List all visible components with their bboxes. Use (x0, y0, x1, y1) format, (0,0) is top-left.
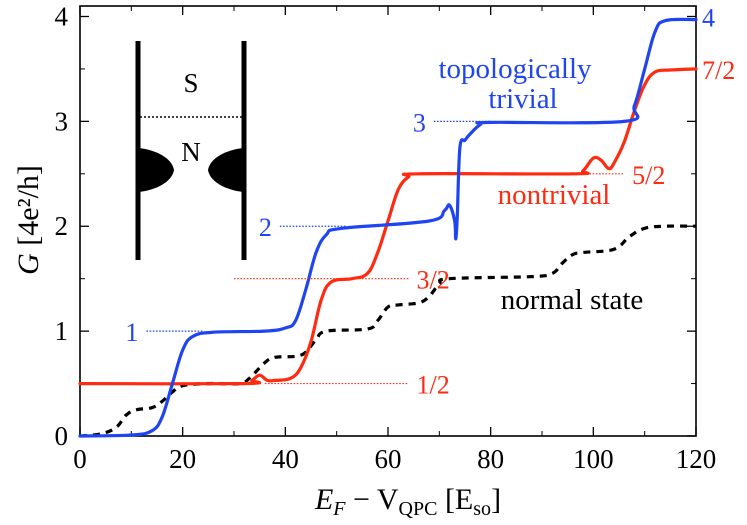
axes: 0 20 40 60 80 100 120 0 1 2 3 4 (55, 1, 717, 474)
inset-label-n: N (181, 137, 201, 167)
x-tick-label: 40 (272, 444, 299, 474)
plateau-label: 2 (259, 213, 272, 242)
y-title-unit: [4e²/h] (12, 165, 45, 253)
plateau-label: 4 (702, 3, 715, 32)
x-title-unit-open: [E (437, 483, 473, 516)
axis-titles: EF − VQPC [Eso] G [4e²/h] (12, 165, 501, 520)
x-title-unit-close: ] (491, 483, 501, 516)
x-tick-label: 100 (573, 444, 614, 474)
x-title-minus: − V (345, 483, 398, 516)
y-tick-label: 1 (55, 316, 69, 346)
series-line-nontrivial (78, 67, 698, 386)
plateau-label: 1/2 (417, 371, 450, 400)
plateau-label: 3/2 (417, 266, 450, 295)
x-axis-title: EF − VQPC [Eso] (314, 483, 501, 520)
x-title-sub1: F (332, 498, 346, 520)
plateau-label: 1 (125, 318, 138, 347)
qpc-inset-diagram: SN (135, 41, 247, 260)
y-axis-title: G [4e²/h] (12, 165, 45, 275)
series-label-normal-state: normal state (501, 284, 644, 316)
series-label-nontrivial: nontrivial (498, 179, 611, 211)
series-label-trivial: trivial (488, 83, 557, 115)
plateau-label: 7/2 (702, 56, 735, 85)
x-title-main: E (314, 483, 333, 516)
inset-left-constriction (139, 148, 174, 192)
series-line-normal (79, 224, 697, 438)
x-tick-label: 60 (375, 444, 402, 474)
plateau-label: 3 (413, 108, 426, 137)
x-tick-label: 20 (169, 444, 196, 474)
y-tick-label: 3 (55, 106, 69, 136)
series-label-topologically: topologically (438, 53, 592, 85)
inset-label-s: S (183, 68, 198, 98)
y-title-main: G (12, 253, 45, 275)
plateau-guides (146, 120, 625, 385)
series-line-topo_trivial (78, 17, 698, 438)
y-tick-label: 4 (55, 1, 69, 31)
y-tick-label: 2 (55, 211, 69, 241)
x-title-sub2: QPC (399, 498, 438, 520)
x-tick-label: 0 (73, 444, 87, 474)
plateau-label: 5/2 (632, 161, 665, 190)
inset-right-constriction (208, 148, 243, 192)
x-title-unit-sub: so (473, 498, 491, 520)
x-tick-label: 80 (477, 444, 504, 474)
series-layer (78, 17, 698, 438)
y-tick-label: 0 (55, 421, 69, 451)
x-tick-label: 120 (676, 444, 717, 474)
